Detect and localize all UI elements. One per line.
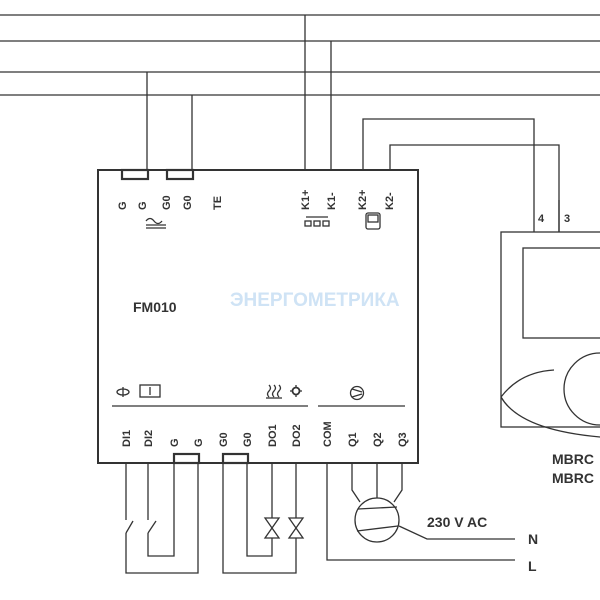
svg-text:G: G bbox=[193, 438, 205, 447]
svg-text:G0: G0 bbox=[182, 195, 194, 210]
svg-text:MBRC: MBRC bbox=[552, 470, 594, 486]
svg-text:DO1: DO1 bbox=[267, 424, 279, 447]
valve-do1 bbox=[263, 517, 281, 539]
svg-text:3: 3 bbox=[564, 213, 570, 225]
svg-text:DO2: DO2 bbox=[291, 424, 303, 447]
network-icon bbox=[304, 216, 330, 227]
heating-icon bbox=[266, 384, 282, 399]
svg-text:K1+: K1+ bbox=[300, 190, 312, 211]
svg-text:Q3: Q3 bbox=[397, 432, 409, 447]
room-unit-icon bbox=[365, 212, 381, 230]
svg-text:COM: COM bbox=[322, 421, 334, 447]
svg-text:G: G bbox=[117, 201, 129, 210]
bottom-wiring bbox=[125, 463, 515, 574]
svg-text:4: 4 bbox=[538, 213, 545, 225]
svg-text:G0: G0 bbox=[218, 432, 230, 447]
svg-text:G: G bbox=[169, 438, 181, 447]
sun-icon bbox=[290, 385, 302, 397]
pump-icon bbox=[349, 385, 365, 401]
svg-text:K1-: K1- bbox=[326, 192, 338, 210]
svg-text:Q2: Q2 bbox=[372, 432, 384, 447]
fm010-controller: FM010 ЭНЕРГОМЕТРИКА G G G0 G0 TE K1+ K1-… bbox=[97, 168, 419, 465]
svg-text:MBRC: MBRC bbox=[552, 451, 594, 467]
svg-text:G: G bbox=[137, 201, 149, 210]
svg-text:K2+: K2+ bbox=[357, 190, 369, 211]
svg-text:G0: G0 bbox=[242, 432, 254, 447]
top-terminal-labels: G G G0 G0 TE K1+ K1- K2+ K2- bbox=[117, 190, 396, 211]
model-label: FM010 bbox=[133, 299, 177, 315]
svg-text:TE: TE bbox=[212, 196, 224, 210]
neutral-label: N bbox=[528, 531, 538, 547]
watermark: ЭНЕРГОМЕТРИКА bbox=[230, 290, 400, 311]
svg-text:DI2: DI2 bbox=[143, 430, 155, 447]
bus-lines bbox=[0, 14, 600, 232]
svg-text:Q1: Q1 bbox=[347, 432, 359, 447]
svg-text:DI1: DI1 bbox=[121, 430, 133, 447]
valve-do2 bbox=[287, 517, 305, 539]
voltage-label: 230 V AC bbox=[427, 514, 487, 530]
pump-motor-symbol bbox=[354, 497, 400, 543]
bottom-terminal-labels: DI1 DI2 G G G0 G0 DO1 DO2 COM Q1 Q2 Q3 bbox=[121, 421, 409, 447]
input-icons bbox=[116, 384, 161, 398]
svg-text:K2-: K2- bbox=[384, 192, 396, 210]
mbrc-room-unit: 4 3 MBRC MBRC bbox=[500, 200, 600, 486]
line-label: L bbox=[528, 558, 537, 574]
svg-text:G0: G0 bbox=[161, 195, 173, 210]
ac-supply-icon bbox=[145, 217, 166, 229]
